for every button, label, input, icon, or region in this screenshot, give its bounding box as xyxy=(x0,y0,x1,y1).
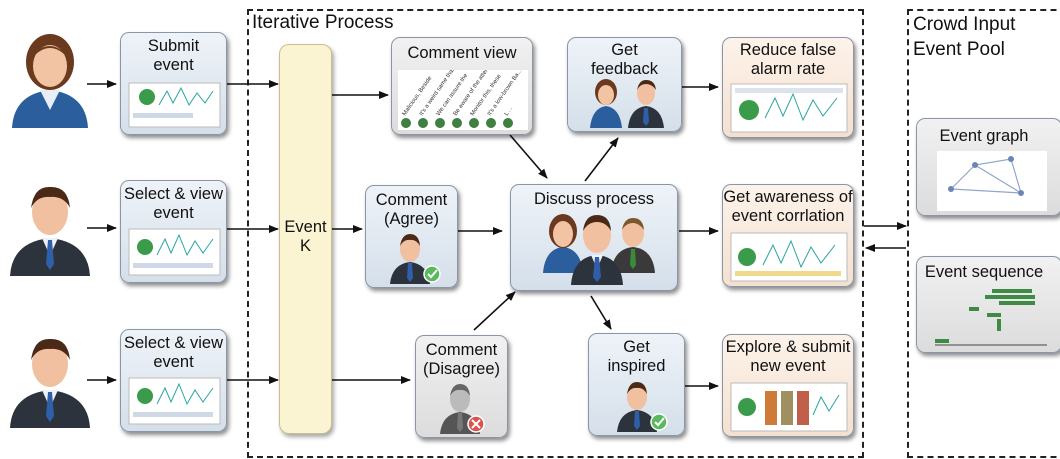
man-green-tie-icon xyxy=(611,218,655,273)
dashboard-thumbnail xyxy=(730,382,848,432)
comment-dots: Malicious, Beside It's a weird same than… xyxy=(401,70,524,128)
event-sequence-box: Event sequence xyxy=(916,256,1060,353)
select-view-event-box-2: Select & view event xyxy=(120,329,227,432)
inspired-user-icon xyxy=(617,382,668,432)
get-feedback-box: Get feedback xyxy=(567,37,682,132)
woman-icon xyxy=(543,214,583,273)
dashboard-thumbnail xyxy=(128,82,221,128)
user-woman-avatar xyxy=(12,34,88,128)
dashboard-thumbnail xyxy=(128,228,221,276)
user-man-avatar-2 xyxy=(10,338,90,428)
event-k-bar: Event K xyxy=(279,44,332,434)
comment-text-7: L ... xyxy=(504,105,515,117)
comment-disagree-label: Comment (Disagree) xyxy=(422,341,501,378)
feedback-users-icon xyxy=(590,79,664,128)
comment-text-3: We can assure the xyxy=(436,72,470,117)
arrow-commentview-discuss xyxy=(509,134,548,179)
iterative-process-title: Iterative Process xyxy=(252,12,394,33)
submit-event-label: Submit event xyxy=(147,37,200,74)
dashboard-thumbnail xyxy=(730,83,848,133)
comment-disagree-box: Comment (Disagree) xyxy=(415,335,508,438)
man-blue-tie-icon xyxy=(571,215,623,285)
event-correlation-box: Get awareness of event corrlation xyxy=(722,184,854,287)
iterative-process-frame xyxy=(247,9,864,458)
comment-list: Malicious, Beside It's a weird same than… xyxy=(398,70,528,130)
event-graph-label: Event graph xyxy=(939,127,1029,145)
get-inspired-box: Get inspired xyxy=(588,333,685,436)
comment-text-5: Monitor this, these xyxy=(470,73,503,117)
select-view-event-box-1: Select & view event xyxy=(120,180,227,283)
comment-agree-box: Comment (Agree) xyxy=(365,185,458,288)
select-view-event-label-2: Select & view event xyxy=(123,334,224,371)
event-sequence-label: Event sequence xyxy=(924,263,1044,281)
disagree-user-icon xyxy=(440,384,485,434)
crowd-input-title: Crowd Input Event Pool xyxy=(913,14,1016,60)
arrow-discuss-inspired xyxy=(590,295,612,330)
event-k-label: Event K xyxy=(284,218,327,255)
discuss-process-box: Discuss process xyxy=(510,184,678,291)
reduce-false-alarm-box: Reduce false alarm rate xyxy=(722,37,854,138)
comment-agree-label: Comment (Agree) xyxy=(375,191,448,228)
group-users-icon xyxy=(543,214,655,285)
crowd-input-frame xyxy=(907,9,1060,458)
sequence-timeline-thumbnail xyxy=(935,289,1047,346)
explore-submit-label: Explore & submit new event xyxy=(725,338,851,375)
check-icon xyxy=(423,265,441,283)
event-correlation-label: Get awareness of event corrlation xyxy=(723,188,853,225)
submit-event-box: Submit event xyxy=(120,32,227,135)
dashboard-thumbnail xyxy=(128,377,221,425)
network-graph-thumbnail xyxy=(937,151,1047,211)
event-graph-box: Event graph xyxy=(916,118,1060,216)
comment-view-label: Comment view xyxy=(407,44,517,62)
reduce-false-alarm-label: Reduce false alarm rate xyxy=(739,41,837,78)
check-icon xyxy=(650,413,668,431)
select-view-event-label-1: Select & view event xyxy=(123,185,224,222)
discuss-process-label: Discuss process xyxy=(533,190,655,208)
user-man-avatar-1 xyxy=(10,186,90,276)
arrow-disagree-discuss xyxy=(473,291,516,331)
arrow-discuss-feedback xyxy=(584,137,619,182)
comment-text-1: Malicious, Beside xyxy=(402,75,434,117)
get-inspired-label: Get inspired xyxy=(607,338,666,375)
comment-view-box: Comment view Malicious, Beside It's a we… xyxy=(391,37,533,135)
agree-user-icon xyxy=(390,234,441,284)
dashboard-thumbnail xyxy=(730,232,848,282)
explore-submit-box: Explore & submit new event xyxy=(722,334,854,437)
get-feedback-label: Get feedback xyxy=(591,41,658,78)
